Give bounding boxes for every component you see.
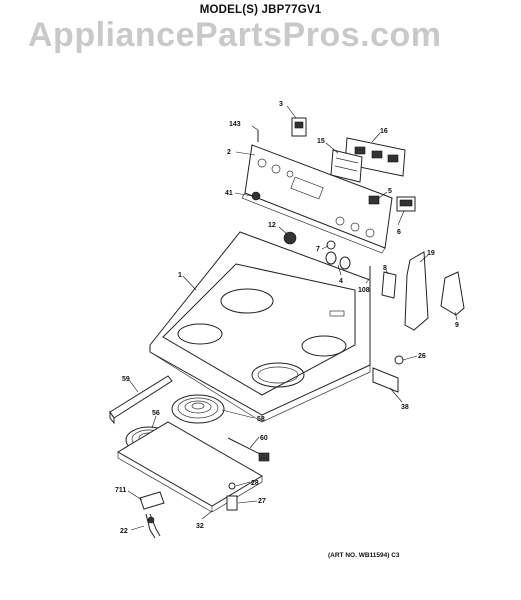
callout-4: 4 bbox=[339, 278, 343, 285]
callout-22: 22 bbox=[120, 528, 128, 535]
backsplash-panel bbox=[241, 144, 393, 254]
callout-1: 1 bbox=[178, 272, 182, 279]
callout-26: 26 bbox=[418, 353, 426, 360]
callout-27: 27 bbox=[258, 498, 266, 505]
knob-7 bbox=[326, 240, 336, 250]
bracket-38 bbox=[372, 367, 399, 393]
harness-22 bbox=[145, 513, 161, 539]
callout-711: 711 bbox=[115, 487, 126, 494]
callout-58: 58 bbox=[257, 416, 265, 423]
model-title: MODEL(S) JBP77GV1 bbox=[199, 4, 322, 16]
callout-60: 60 bbox=[260, 435, 268, 442]
bracket-8 bbox=[381, 271, 397, 299]
art-number: (ART NO. WB11594) C3 bbox=[328, 552, 400, 559]
callout-7: 7 bbox=[316, 246, 320, 253]
callout-labels: 3 143 16 15 2 5 41 6 12 7 4 19 1 108 8 9… bbox=[115, 101, 459, 535]
callout-38: 38 bbox=[401, 404, 409, 411]
callout-6: 6 bbox=[397, 229, 401, 236]
knob-41 bbox=[251, 191, 261, 201]
side-trim-19 bbox=[404, 251, 429, 331]
watermark: AppliancePartsPros.com bbox=[28, 16, 442, 54]
switch-part bbox=[291, 117, 307, 137]
callout-3: 3 bbox=[279, 101, 283, 108]
callout-2: 2 bbox=[227, 149, 231, 156]
touch-pad bbox=[330, 149, 363, 183]
trim-rail-59 bbox=[109, 375, 173, 425]
callout-143: 143 bbox=[229, 121, 241, 128]
screw-28 bbox=[228, 482, 236, 490]
clip-26 bbox=[394, 355, 404, 365]
callout-9: 9 bbox=[455, 322, 459, 329]
callout-41: 41 bbox=[225, 190, 233, 197]
callout-59: 59 bbox=[122, 376, 130, 383]
callout-32: 32 bbox=[196, 523, 204, 530]
wire-60 bbox=[227, 437, 270, 462]
callout-28: 28 bbox=[251, 480, 259, 487]
burner-box-32 bbox=[117, 421, 263, 513]
callout-5: 5 bbox=[388, 188, 392, 195]
callout-16: 16 bbox=[380, 128, 388, 135]
callout-56: 56 bbox=[152, 410, 160, 417]
surface-unit-58 bbox=[171, 394, 225, 424]
end-cap-9 bbox=[440, 271, 465, 316]
callout-19: 19 bbox=[427, 250, 435, 257]
callout-8: 8 bbox=[383, 265, 387, 272]
leader-lines bbox=[127, 105, 458, 531]
callout-108: 108 bbox=[358, 287, 370, 294]
knob-4 bbox=[325, 251, 351, 270]
knob-5 bbox=[368, 195, 380, 205]
knob-12 bbox=[283, 231, 297, 245]
cooktop bbox=[149, 231, 371, 423]
clip-27 bbox=[226, 495, 238, 511]
callout-15: 15 bbox=[317, 138, 325, 145]
connector-6 bbox=[396, 196, 416, 212]
bracket-711 bbox=[139, 491, 165, 510]
callout-12: 12 bbox=[268, 222, 276, 229]
